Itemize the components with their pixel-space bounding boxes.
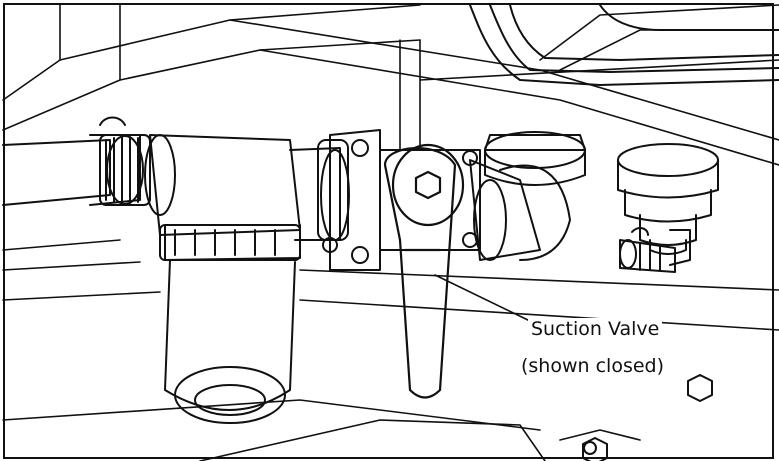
callout-label-suction-valve: Suction Valve bbox=[528, 318, 663, 340]
callout-leader-line bbox=[434, 274, 533, 323]
elbow-fitting bbox=[469, 131, 586, 261]
strainer-body bbox=[144, 134, 301, 424]
hose-clamp-icon bbox=[99, 134, 151, 206]
frame-bolts bbox=[582, 374, 713, 461]
wiring-harness bbox=[469, 4, 779, 86]
valve-handle bbox=[383, 143, 465, 399]
callout-label-shown-closed: (shown closed) bbox=[518, 355, 668, 377]
tank-fitting bbox=[617, 143, 719, 266]
drain-hose bbox=[619, 227, 676, 273]
chassis-frame bbox=[2, 4, 779, 461]
hex-bolt-icon bbox=[351, 139, 369, 157]
